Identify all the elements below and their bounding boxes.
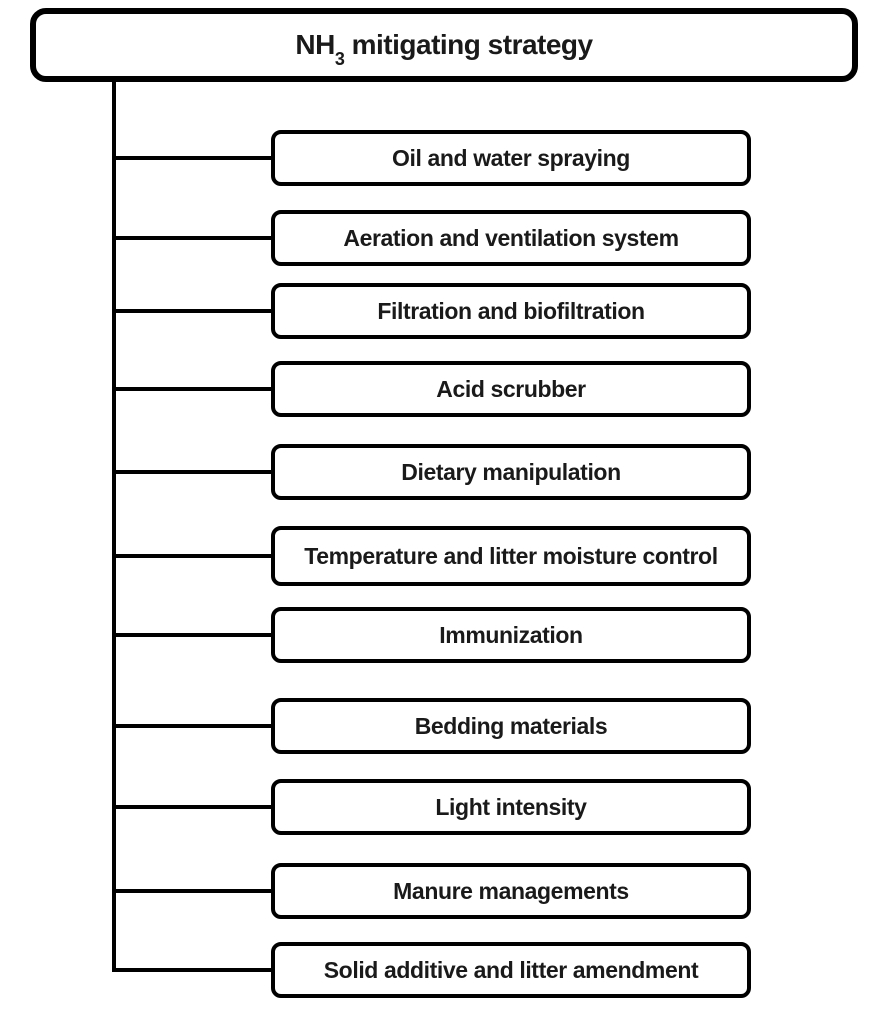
strategy-label: Light intensity [435,793,587,820]
strategy-box-light-intensity: Light intensity [271,779,751,835]
connector-line-10 [114,889,274,893]
connector-line-9 [114,805,274,809]
root-node: NH3 mitigating strategy [30,8,858,82]
strategy-label: Solid additive and litter amendment [323,956,699,983]
strategy-label: Acid scrubber [436,375,586,402]
strategy-label: Oil and water spraying [392,144,630,171]
strategy-label: Manure managements [393,877,629,904]
strategy-box-aeration-ventilation: Aeration and ventilation system [271,210,751,266]
strategy-label: Filtration and biofiltration [377,297,645,324]
connector-line-6 [114,554,274,558]
strategy-box-manure-managements: Manure managements [271,863,751,919]
strategy-box-oil-water-spraying: Oil and water spraying [271,130,751,186]
trunk-line [112,80,116,972]
connector-line-8 [114,724,274,728]
strategy-box-filtration-biofiltration: Filtration and biofiltration [271,283,751,339]
strategy-box-solid-additive-litter-amendment: Solid additive and litter amendment [271,942,751,998]
strategy-box-immunization: Immunization [271,607,751,663]
strategy-box-bedding-materials: Bedding materials [271,698,751,754]
strategy-label: Bedding materials [414,712,608,739]
connector-line-7 [114,633,274,637]
strategy-box-acid-scrubber: Acid scrubber [271,361,751,417]
root-label: NH3 mitigating strategy [295,29,593,69]
connector-line-5 [114,470,274,474]
connector-line-2 [114,236,274,240]
strategy-label: Temperature and litter moisture control [304,542,718,569]
connector-line-3 [114,309,274,313]
connector-line-11 [114,968,274,972]
connector-line-4 [114,387,274,391]
strategy-label: Aeration and ventilation system [343,224,679,251]
strategy-box-dietary-manipulation: Dietary manipulation [271,444,751,500]
subscript-3: 3 [334,48,345,69]
strategy-box-temperature-litter-moisture: Temperature and litter moisture control [271,526,751,586]
connector-line-1 [114,156,274,160]
strategy-label: Dietary manipulation [401,458,621,485]
strategy-label: Immunization [439,621,583,648]
